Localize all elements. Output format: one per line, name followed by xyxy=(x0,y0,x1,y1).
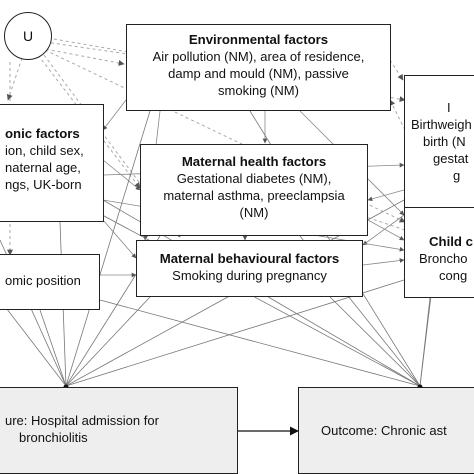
edge-birth-env xyxy=(389,99,406,131)
chronic-factors-box: onic factors ion, child sex, naternal ag… xyxy=(0,104,104,222)
edge-behav-exposure xyxy=(65,296,151,387)
chronic-factors-line-1: ion, child sex, xyxy=(5,143,84,158)
edge-birth-behav xyxy=(362,214,405,246)
edge-u-maternal-health xyxy=(37,54,141,189)
birth-factors-line-5: g xyxy=(453,168,461,183)
edge-child-outcome xyxy=(419,297,431,387)
maternal-behavioural-factors-line-1: Smoking during pregnancy xyxy=(172,268,327,283)
child-factors-line-2: cong xyxy=(439,268,468,283)
edge-ses-outcome xyxy=(99,299,421,387)
edge-behav-outcome xyxy=(329,296,421,387)
edge-env-exposure xyxy=(65,110,151,387)
unmeasured-confounder-node: U xyxy=(4,12,52,60)
birth-factors-box: I Birthweigh birth (N gestat g xyxy=(404,75,474,222)
edge-u-environmental xyxy=(39,47,125,66)
edge-child-maternal-health xyxy=(359,213,406,231)
edge-ses-exposure2 xyxy=(0,299,67,387)
child-factors-title: Child c xyxy=(429,234,473,249)
maternal-health-factors-line-2: maternal asthma, preeclampsia xyxy=(163,188,345,203)
maternal-behavioural-factors-box: Maternal behavioural factors Smoking dur… xyxy=(136,240,363,297)
exposure-line-2: bronchiolitis xyxy=(19,430,88,445)
maternal-behavioural-factors-title: Maternal behavioural factors xyxy=(159,251,340,266)
socioeconomic-position-label: omic position xyxy=(5,273,81,288)
exposure-line-1: ure: Hospital admission for xyxy=(5,413,159,428)
environmental-factors-line-3: smoking (NM) xyxy=(218,83,299,98)
edge-behav-child xyxy=(362,258,405,266)
outcome-box: Outcome: Chronic ast xyxy=(298,387,474,474)
edge-birth-health xyxy=(367,189,405,202)
maternal-health-factors-line-3: (NM) xyxy=(239,205,269,220)
edge-ses-exposure xyxy=(39,309,67,387)
chronic-factors-title: onic factors xyxy=(5,126,80,141)
child-factors-box: Child c Broncho cong xyxy=(404,207,474,298)
chronic-factors-line-3: ngs, UK-born xyxy=(5,177,82,192)
child-factors-line-1: Broncho xyxy=(419,251,468,266)
chronic-factors-line-2: naternal age, xyxy=(5,160,81,175)
environmental-factors-box: Environmental factors Air pollution (NM)… xyxy=(126,24,391,111)
maternal-health-factors-box: Maternal health factors Gestational diab… xyxy=(140,144,368,236)
edge-chronic-behav xyxy=(102,219,137,259)
exposure-box: ure: Hospital admission for bronchioliti… xyxy=(0,387,238,474)
birth-factors-line-3: birth (N xyxy=(423,134,466,149)
edge-chronic-health xyxy=(102,159,141,191)
edge-u-behav xyxy=(43,54,181,238)
birth-factors-line-4: gestat xyxy=(433,151,469,166)
outcome-line-1: Outcome: Chronic ast xyxy=(321,423,447,438)
edge-health-child xyxy=(367,219,405,241)
socioeconomic-position-box: omic position xyxy=(0,254,100,310)
environmental-factors-line-1: Air pollution (NM), area of residence, xyxy=(152,49,365,64)
edge-env-birth2 xyxy=(389,59,404,81)
birth-factors-line-2: Birthweigh xyxy=(411,117,472,132)
edge-child-exposure xyxy=(65,279,405,387)
environmental-factors-line-2: damp and mould (NM), passive xyxy=(168,66,349,81)
environmental-factors-title: Environmental factors xyxy=(188,32,329,47)
maternal-health-factors-line-1: Gestational diabetes (NM), xyxy=(176,171,332,186)
maternal-health-factors-title: Maternal health factors xyxy=(181,154,327,169)
edge-env-chronic xyxy=(102,99,127,131)
birth-factors-line-1: I xyxy=(447,100,451,115)
unmeasured-confounder-label: U xyxy=(22,28,34,44)
